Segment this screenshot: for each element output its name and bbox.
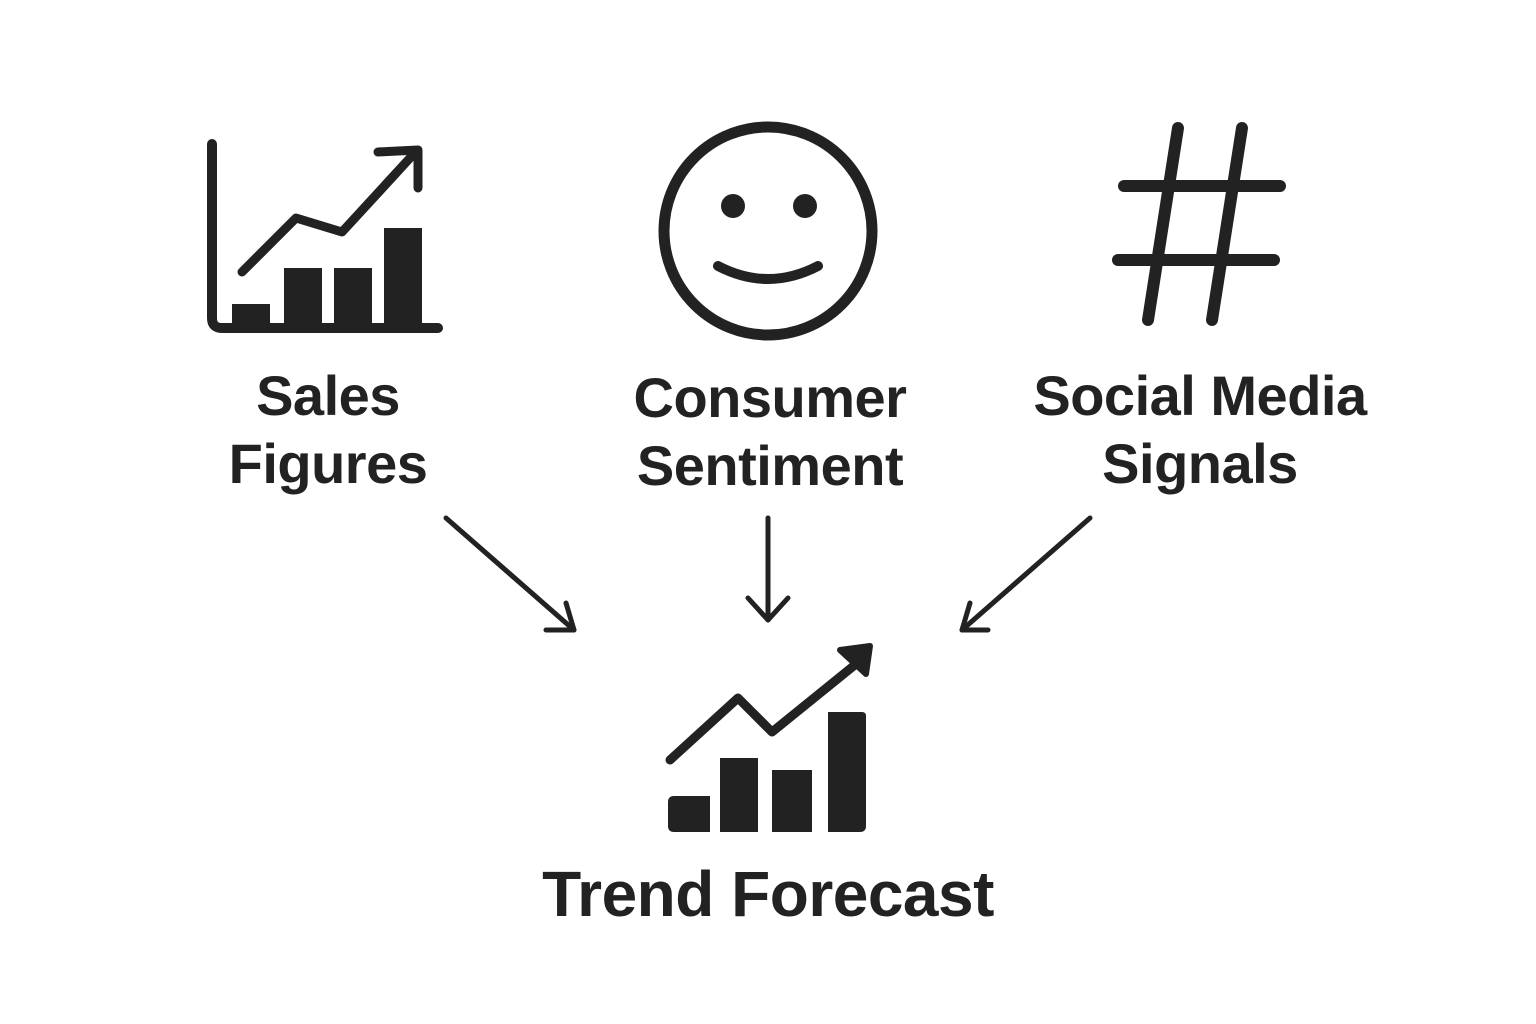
social-media-signals-label: Social Media Signals [990,362,1410,498]
arrow-sales-to-forecast [443,515,577,633]
sentiment-label-line1: Consumer [633,366,907,429]
arrow-social-to-forecast [959,515,1093,633]
trend-chart-icon [665,643,873,832]
arrow-sentiment-to-forecast [745,515,791,623]
sentiment-label-line2: Sentiment [636,434,904,497]
sales-figures-label: Sales Figures [178,362,478,498]
bar-chart-trend-icon [207,139,443,333]
output-label-text: Trend Forecast [542,858,994,930]
sales-label-line2: Figures [228,432,428,495]
smiley-face-icon [658,121,878,341]
consumer-sentiment-label: Consumer Sentiment [590,364,950,500]
hashtag-icon [1112,122,1286,326]
social-label-line1: Social Media [1033,364,1367,427]
sales-label-line1: Sales [256,364,400,427]
trend-forecast-label: Trend Forecast [468,856,1068,932]
social-label-line2: Signals [1102,432,1298,495]
